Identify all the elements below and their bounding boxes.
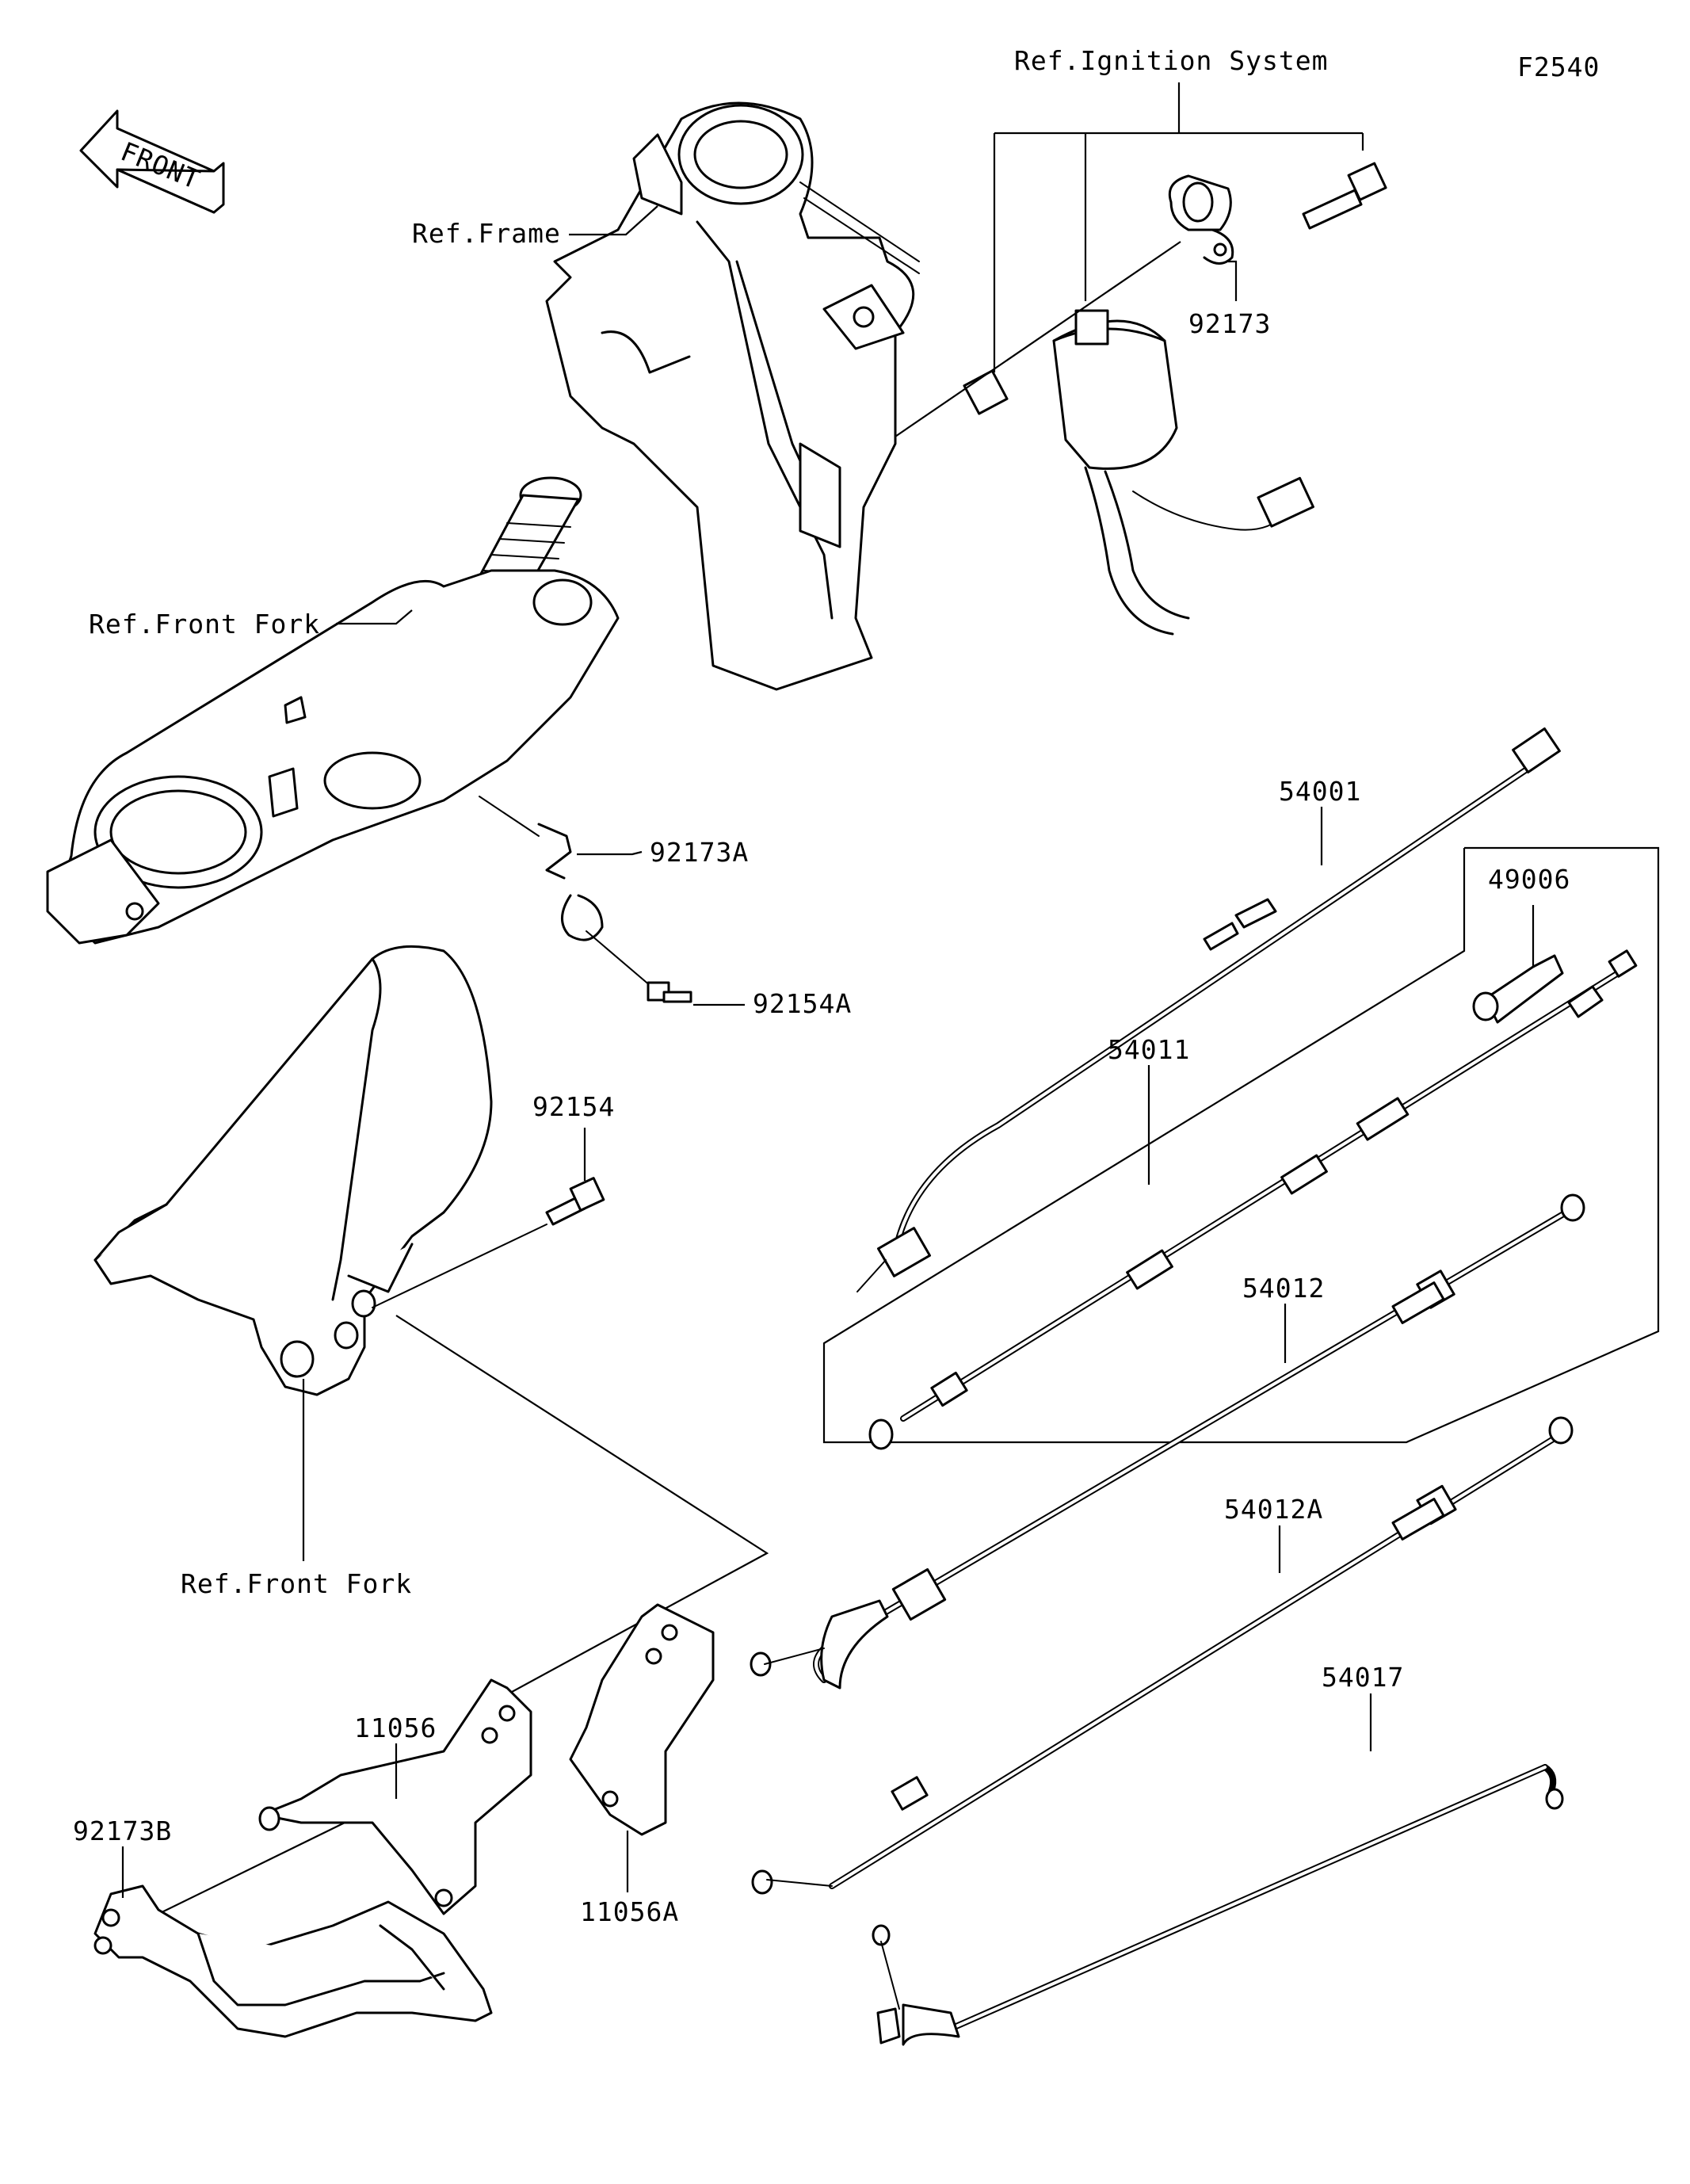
- cable-54011: [868, 949, 1638, 1450]
- clamp-92173b: 92173B: [73, 1816, 493, 2038]
- ref-front-fork-upper: Ref.Front Fork: [89, 609, 320, 640]
- label-92173a: 92173A: [650, 837, 749, 868]
- bracket-11056a: 11056A: [569, 1603, 715, 1927]
- label-11056a: 11056A: [580, 1896, 679, 1927]
- label-11056: 11056: [354, 1712, 437, 1743]
- bolt-92154: 92154: [372, 1091, 615, 1308]
- group-54011-bracket: 54011 49006: [822, 846, 1660, 1444]
- label-54012a: 54012A: [1224, 1494, 1323, 1525]
- label-54017: 54017: [1322, 1662, 1404, 1693]
- fender: [93, 945, 493, 1396]
- ignition-bolt: [1302, 162, 1387, 230]
- bracket-11056: 11056: [258, 1678, 532, 1915]
- steering-stem: [46, 476, 620, 945]
- label-54012: 54012: [1242, 1273, 1325, 1304]
- label-54001: 54001: [1279, 776, 1361, 807]
- frame: [545, 101, 920, 691]
- boot-49006: [1472, 954, 1564, 1024]
- ignition-system-bracket: Ref.Ignition System: [993, 45, 1364, 372]
- cable-54012: 54012: [750, 1193, 1585, 1690]
- label-54011: 54011: [1108, 1034, 1190, 1065]
- spacer: [963, 369, 1009, 415]
- figure-code: F2540: [1517, 52, 1600, 82]
- ref-front-fork-lower: Ref.Front Fork: [181, 1568, 412, 1599]
- cable-54001: 54001: [856, 727, 1561, 1292]
- clamp-92173: 92173: [1168, 174, 1271, 339]
- screw-92154a: 92154A: [586, 930, 852, 1019]
- label-92154: 92154: [532, 1091, 615, 1122]
- label-92173: 92173: [1188, 308, 1271, 339]
- ignition-coil: [1052, 309, 1314, 636]
- ref-frame: Ref.Frame: [412, 218, 561, 249]
- label-49006: 49006: [1488, 864, 1570, 895]
- cable-54017: 54017: [872, 1662, 1564, 2046]
- cable-54012a: 54012A: [751, 1416, 1574, 1895]
- label-92173b: 92173B: [73, 1816, 172, 1846]
- ref-ignition-system: Ref.Ignition System: [1014, 45, 1329, 76]
- label-92154a: 92154A: [753, 988, 852, 1019]
- front-arrow-icon: FRONT: [79, 109, 225, 214]
- clip-92173a: 92173A: [479, 796, 749, 941]
